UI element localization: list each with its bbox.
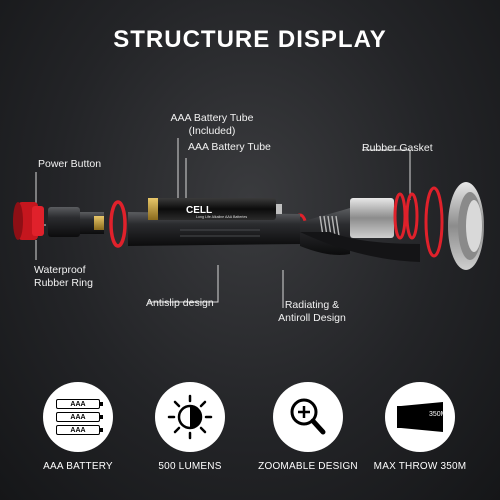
body-tube-part (128, 212, 300, 246)
label-waterproof-ring: Waterproof Rubber Ring (34, 264, 93, 289)
feature-label: MAX THROW 350M (373, 461, 467, 472)
feature-throw: 350M MAX THROW 350M (370, 382, 470, 472)
power-button-part (13, 202, 44, 240)
zoom-icon (273, 382, 343, 452)
label-battery-tube: AAA Battery Tube (188, 141, 271, 153)
throw-distance-text: 350M (429, 411, 447, 418)
rubber-gasket-part (393, 186, 444, 258)
label-battery-tube-included: AAA Battery Tube (Included) (170, 112, 254, 137)
battery-brand: CELL (186, 205, 212, 216)
aaa-cell-1: AAA (56, 399, 103, 409)
feature-label: 500 LUMENS (158, 461, 222, 472)
aaa-cell-2: AAA (56, 412, 103, 422)
brightness-icon (155, 382, 225, 452)
head-part (300, 198, 420, 262)
aaa-cell-3: AAA (56, 425, 103, 435)
label-antislip: Antislip design (146, 297, 214, 309)
aaa-batteries-icon: AAA AAA AAA (43, 382, 113, 452)
label-rubber-gasket: Rubber Gasket (362, 142, 433, 154)
feature-label: AAA BATTERY (43, 461, 113, 472)
label-power-button: Power Button (38, 158, 102, 170)
waterproof-ring-left (109, 200, 127, 248)
feature-lumens: 500 LUMENS (140, 382, 240, 472)
feature-zoomable: ZOOMABLE DESIGN (258, 382, 358, 472)
aaa-battery-part: CELL Long Life Alkaline AAA Batteries (148, 198, 282, 220)
bezel-part (448, 182, 484, 270)
page-title: STRUCTURE DISPLAY (113, 26, 387, 53)
throw-distance-icon: 350M (385, 382, 455, 452)
feature-label: ZOOMABLE DESIGN (258, 461, 358, 472)
battery-subtext: Long Life Alkaline AAA Batteries (196, 215, 247, 219)
tail-cap-part (48, 207, 104, 237)
label-radiating: Radiating & Antiroll Design (278, 299, 346, 324)
feature-aaa-battery: AAA AAA AAA AAA BATTERY (28, 382, 128, 472)
